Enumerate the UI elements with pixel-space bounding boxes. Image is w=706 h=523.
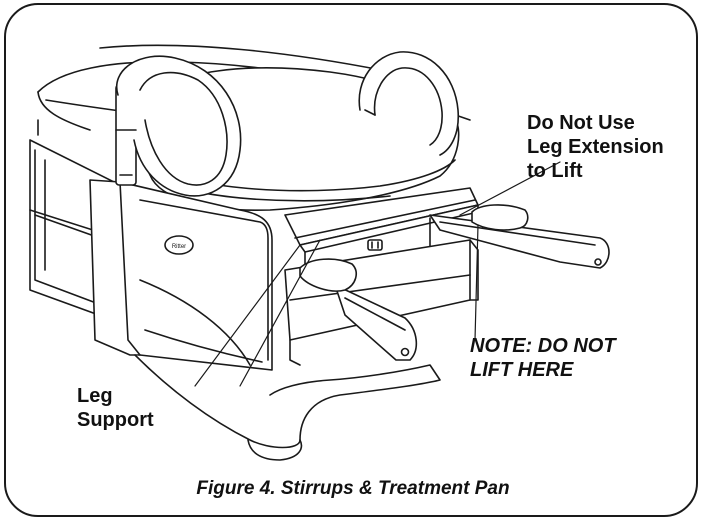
callout-line: LIFT HERE [470, 359, 574, 381]
leader-lines [194, 161, 561, 387]
callout-line: Leg [77, 385, 113, 407]
base [134, 354, 441, 461]
right-stirrup [358, 51, 460, 156]
svg-text:Ritter: Ritter [172, 244, 186, 250]
figure-caption: Figure 4. Stirrups & Treatment Pan [196, 478, 510, 499]
front-panel [89, 179, 273, 371]
brand-badge: Ritter [164, 235, 194, 255]
callout-line: NOTE: DO NOT [470, 335, 616, 357]
callout-line: to Lift [527, 160, 583, 182]
callout-line: Support [77, 409, 154, 431]
right-leg-extension [429, 204, 610, 269]
callout-line: Do Not Use [527, 112, 635, 134]
callout-do-not-use: Do Not Use Leg Extension to Lift [527, 111, 664, 183]
callout-leg-support: Leg Support [77, 384, 154, 432]
callout-note: NOTE: DO NOT LIFT HERE [470, 334, 616, 382]
left-leg-extension [299, 258, 418, 361]
left-stirrup [115, 55, 242, 197]
callout-line: Leg Extension [527, 136, 664, 158]
